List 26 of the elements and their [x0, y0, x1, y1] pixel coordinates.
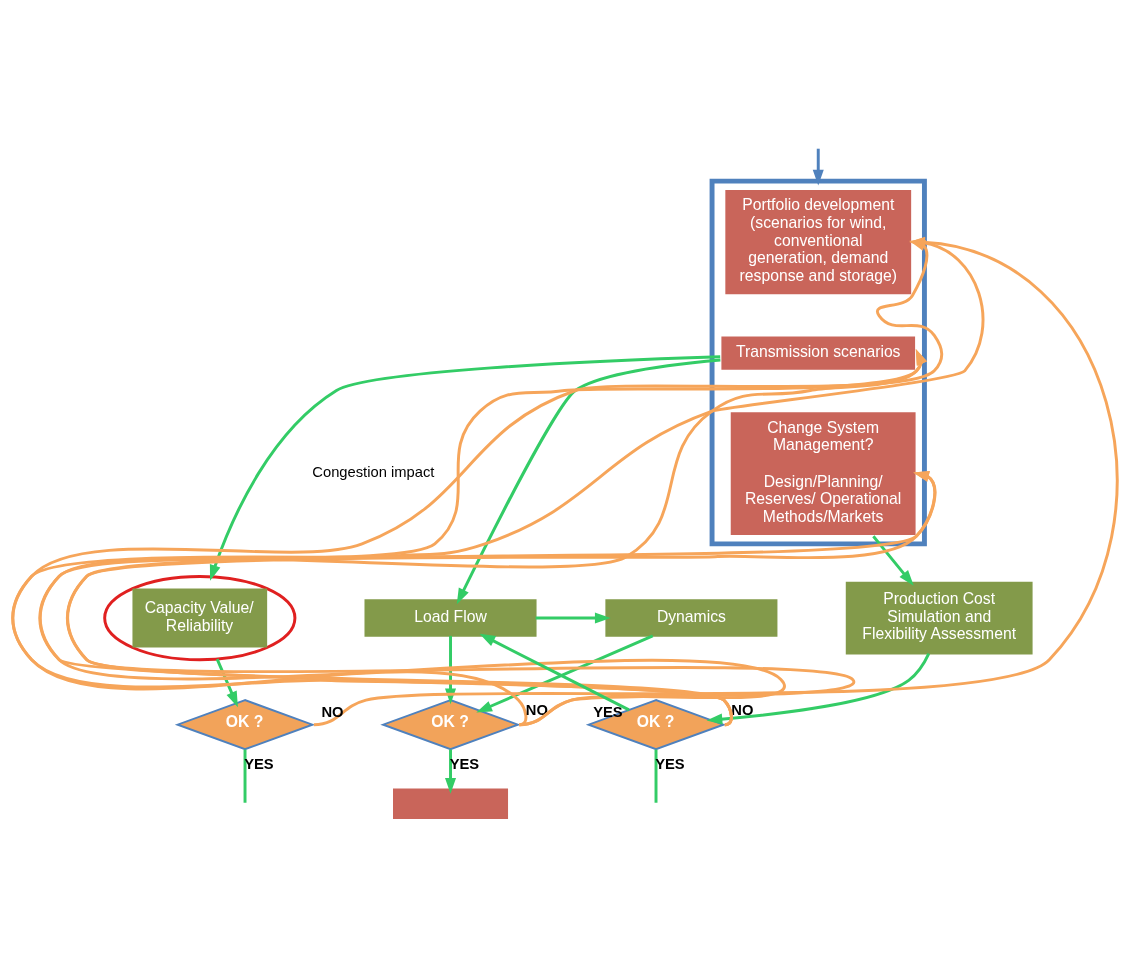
arrow: [479, 633, 630, 712]
arrow: [812, 148, 824, 186]
arrow: [209, 355, 721, 581]
edge-label: Congestion impact: [312, 464, 435, 481]
node-box: Transmission scenarios: [719, 334, 918, 372]
edge-label: NO: [321, 703, 344, 720]
arrow: [872, 535, 914, 586]
node-box: Change System Management? Design/Planning/ Reserves/ Operational Methods/Markets: [728, 410, 918, 537]
arrow: [456, 358, 721, 605]
node-ellipse: Capacity Value/ Reliability: [103, 574, 297, 662]
edge-label: NO: [731, 701, 754, 718]
arrow: [476, 634, 654, 713]
node-box: Dynamics: [605, 599, 778, 637]
arrow: [445, 749, 457, 794]
arrow: [215, 658, 238, 708]
node-box: Production Cost Simulation and Flexibility Assessment: [845, 581, 1033, 655]
node-box: Portfolio development (scenarios for wind, conventional generation, demand response and storage): [723, 187, 914, 297]
edge-label: YES: [593, 704, 623, 721]
connector: [654, 749, 658, 803]
arrow: [535, 612, 611, 624]
node-diamond: OK ?: [174, 699, 316, 751]
node-box: [393, 788, 509, 820]
edge-label: NO: [525, 701, 548, 718]
arrow: [706, 653, 931, 725]
connector: [243, 749, 247, 803]
node-box: Load Flow: [364, 599, 537, 637]
